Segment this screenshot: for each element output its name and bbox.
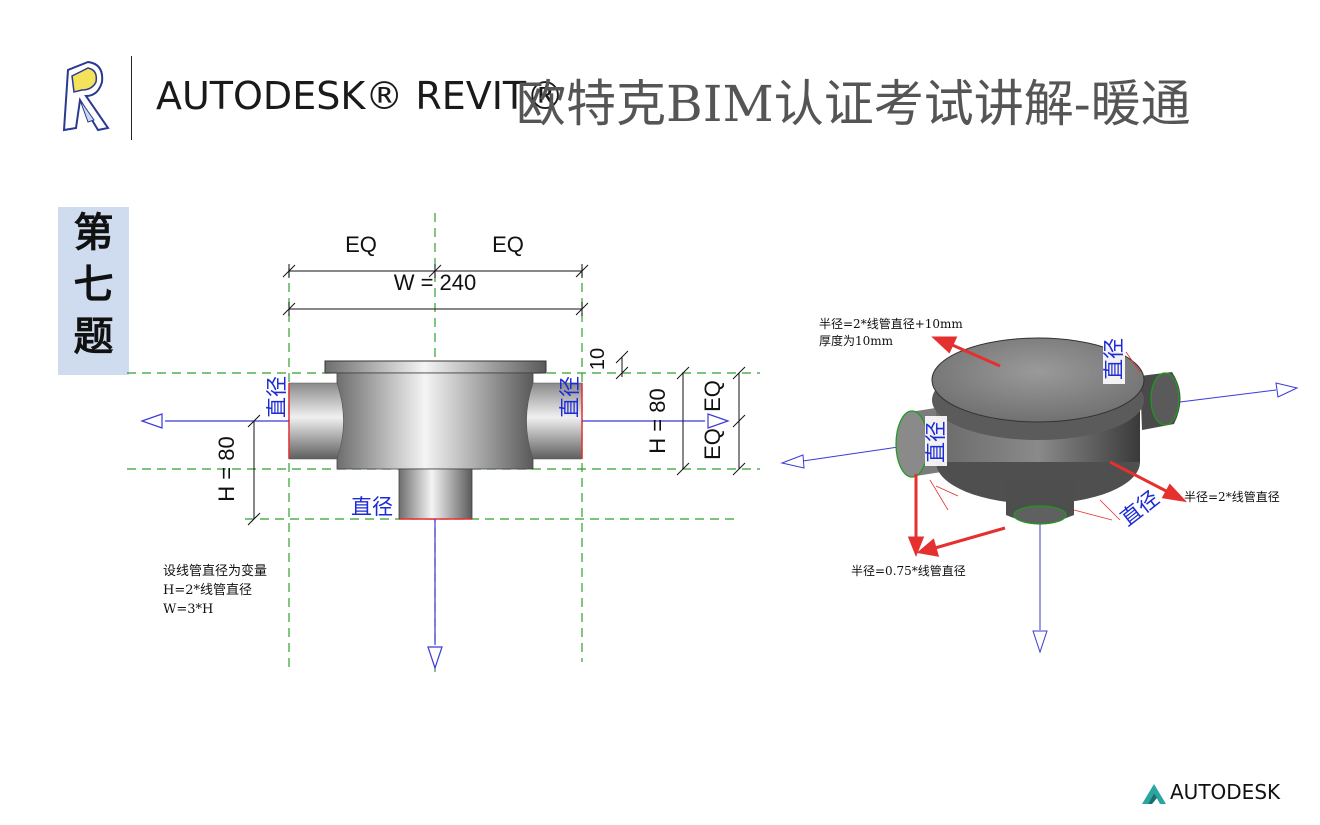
box-body <box>288 360 583 520</box>
autodesk-a-icon <box>1142 784 1166 804</box>
question-badge-char: 七 <box>73 262 114 308</box>
note-radius-bottom: 半径=0.75*线管直径 <box>851 563 966 578</box>
diameter-label-bottom: 直径 <box>351 495 393 519</box>
note-line: 设线管直径为变量 <box>163 563 267 579</box>
note-line: H=2*线管直径 <box>163 583 252 598</box>
note-thickness: 厚度为10mm <box>819 333 894 348</box>
diameter-label-right: 直径 <box>558 376 582 418</box>
iso-diameter-label-top: 直径 <box>1102 338 1126 380</box>
question-badge: 第 七 题 <box>58 207 129 375</box>
iso-red-arrows <box>907 336 1188 558</box>
eq-vertical-bottom: EQ <box>700 428 725 460</box>
iso-diameter-label-bottom: 直径 <box>1116 486 1164 531</box>
revit-logo <box>62 60 110 132</box>
eq-right-label: EQ <box>492 232 524 257</box>
front-elevation-view: EQ EQ W = 240 H = 80 H = 80 EQ EQ 10 直径 … <box>127 213 760 672</box>
page-title: 欧特克BIM认证考试讲解-暖通 <box>516 75 1191 133</box>
eq-left-label: EQ <box>345 232 377 257</box>
autodesk-footer-logo: AUTODESK <box>1140 762 1312 820</box>
question-badge-char: 第 <box>73 210 114 256</box>
autodesk-wordmark: AUTODESK <box>1170 780 1281 804</box>
iso-connector-arrows <box>780 382 1299 654</box>
width-dimension: W = 240 <box>394 270 477 295</box>
isometric-view: 直径 直径 直径 半径=2*线管直径+10mm 厚度为10mm 半径=2*线管直… <box>780 316 1299 654</box>
height-dimension-left: H = 80 <box>214 436 239 501</box>
connector-arrows <box>140 413 730 670</box>
eq-vertical-top: EQ <box>700 380 725 412</box>
thickness-dimension: 10 <box>587 348 609 370</box>
question-badge-char: 题 <box>73 314 114 360</box>
note-radius-side: 半径=2*线管直径 <box>1184 489 1280 504</box>
diameter-label-left: 直径 <box>265 376 289 418</box>
height-dimension-right: H = 80 <box>645 388 670 453</box>
iso-dimension-leaders <box>929 351 1141 521</box>
note-line: W=3*H <box>163 602 213 617</box>
brand-wordmark: AUTODESK® REVIT® <box>156 74 565 118</box>
header-divider <box>131 56 132 140</box>
note-radius-top: 半径=2*线管直径+10mm <box>819 316 963 331</box>
iso-diameter-label-left: 直径 <box>924 421 948 463</box>
dimension-lines <box>247 264 746 526</box>
